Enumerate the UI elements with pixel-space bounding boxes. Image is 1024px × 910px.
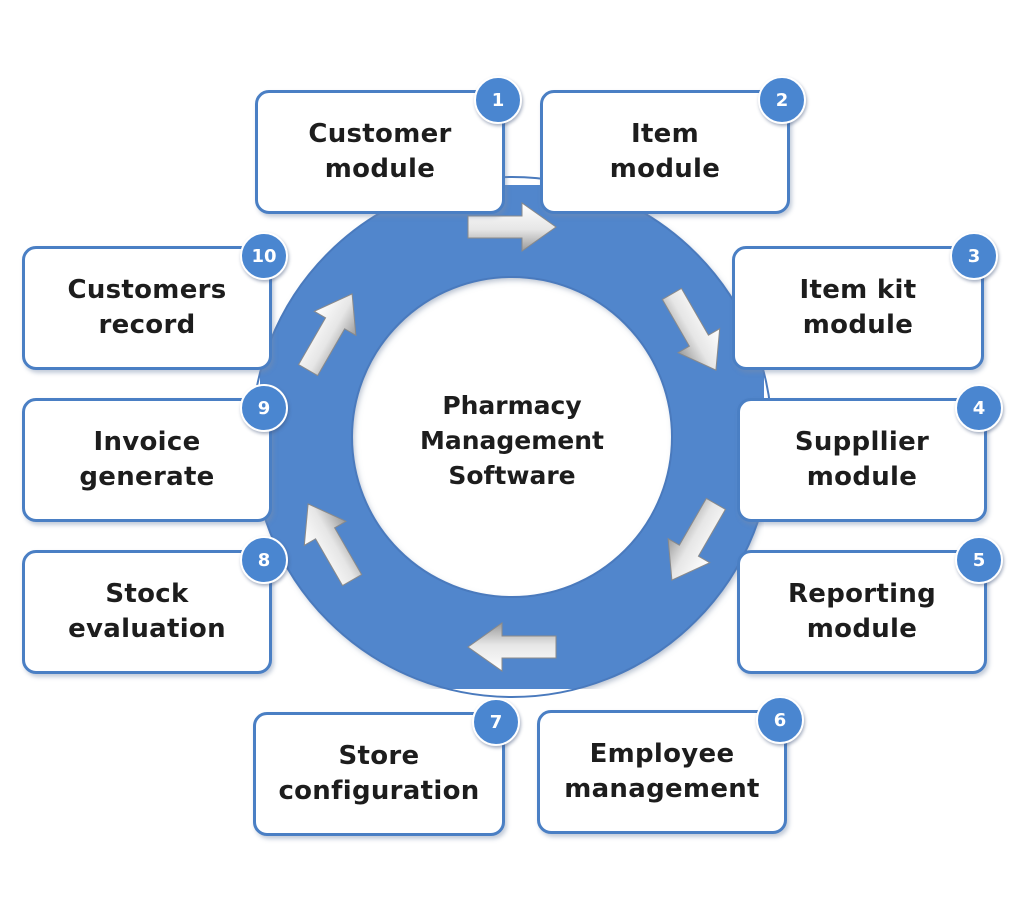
number-badge: 8 (240, 536, 288, 584)
module-box-store: Store configuration (253, 712, 505, 836)
module-box-customers-record: Customers record (22, 246, 272, 370)
module-label: Suppllier module (794, 427, 930, 492)
flow-arrow (467, 622, 557, 672)
module-box-stock: Stock evaluation (22, 550, 272, 674)
number-badge: 7 (472, 698, 520, 746)
flow-arrow (297, 293, 357, 377)
number-badge: 5 (955, 536, 1003, 584)
module-label: Reporting module (787, 579, 937, 644)
flow-arrow (667, 497, 727, 581)
module-label: Customers record (67, 275, 227, 340)
module-label: Stock evaluation (68, 579, 226, 644)
module-box-customer: Customer module (255, 90, 505, 214)
module-box-item: Item module (540, 90, 790, 214)
number-badge: 10 (240, 232, 288, 280)
flow-arrow (661, 287, 721, 371)
module-box-reporting: Reporting module (737, 550, 987, 674)
number-badge: 2 (758, 76, 806, 124)
module-box-invoice: Invoice generate (22, 398, 272, 522)
module-label: Item module (609, 119, 721, 184)
module-label: Item kit module (799, 275, 917, 340)
number-badge: 1 (474, 76, 522, 124)
module-label: Employee management (564, 739, 760, 804)
module-label: Invoice generate (79, 427, 215, 492)
module-box-item-kit: Item kit module (732, 246, 984, 370)
flow-arrow (467, 202, 557, 252)
flow-arrows (297, 202, 727, 672)
number-badge: 3 (950, 232, 998, 280)
module-box-supplier: Suppllier module (737, 398, 987, 522)
module-box-employee: Employee management (537, 710, 787, 834)
number-badge: 4 (955, 384, 1003, 432)
module-label: Store configuration (278, 741, 480, 806)
center-title: Pharmacy Management Software (419, 391, 605, 490)
ring-inner-rim (351, 276, 673, 598)
number-badge: 6 (756, 696, 804, 744)
number-badge: 9 (240, 384, 288, 432)
flow-arrow (303, 503, 363, 587)
module-label: Customer module (308, 119, 452, 184)
